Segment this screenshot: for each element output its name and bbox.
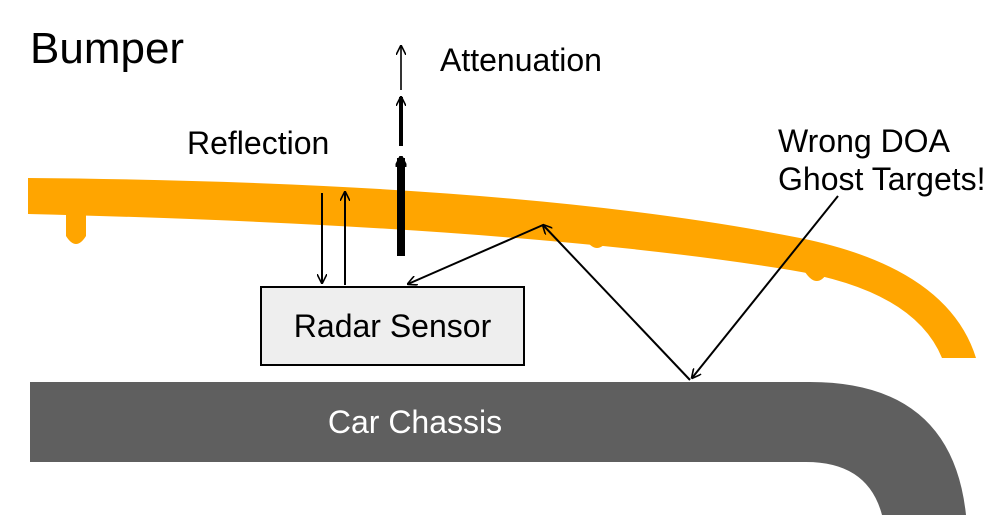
attenuation-label: Attenuation bbox=[440, 42, 602, 78]
reflection-label: Reflection bbox=[187, 125, 330, 161]
diagram-title: Bumper bbox=[30, 24, 185, 73]
bumper-drip bbox=[586, 228, 608, 248]
bumper-drip bbox=[66, 212, 86, 244]
car-chassis-label: Car Chassis bbox=[327, 404, 503, 440]
wrong-doa-line1: Wrong DOA bbox=[778, 123, 950, 159]
multipath-ray bbox=[408, 224, 544, 284]
multipath-ray bbox=[543, 225, 691, 381]
wrong-doa-line2: Ghost Targets! bbox=[778, 161, 986, 197]
wrong-doa-pointer bbox=[692, 195, 839, 378]
bumper-drip bbox=[805, 262, 828, 281]
bumper-shape bbox=[28, 178, 976, 358]
car-chassis-shape bbox=[30, 382, 966, 515]
radar-sensor-box: Radar Sensor bbox=[260, 286, 525, 366]
wrong-doa-label: Wrong DOA Ghost Targets! bbox=[778, 122, 986, 198]
radar-sensor-label: Radar Sensor bbox=[293, 307, 492, 344]
